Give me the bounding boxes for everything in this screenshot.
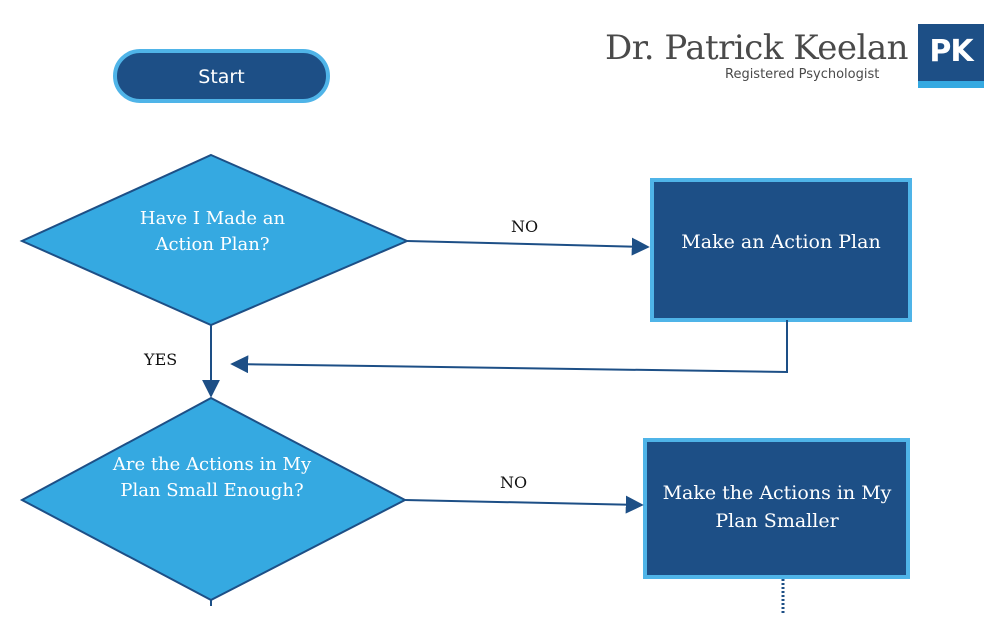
decision-2-label: Are the Actions in My Plan Small Enough? xyxy=(112,454,312,501)
logo: Dr. Patrick Keelan Registered Psychologi… xyxy=(585,20,990,98)
logo-mark-icon: PK xyxy=(918,24,984,88)
edge-label-d1-no: NO xyxy=(511,217,539,236)
action-2-shape xyxy=(643,438,910,579)
start-node xyxy=(113,49,330,103)
connector-d1-no xyxy=(406,237,650,256)
decision-1-label: Have I Made an Action Plan? xyxy=(139,208,286,255)
edge-label-d2-no: NO xyxy=(500,473,528,492)
action-1-shape xyxy=(650,178,912,322)
action-2-label: Make the Actions in My Plan Smaller xyxy=(662,482,892,532)
action-1-label: Make an Action Plan xyxy=(681,231,881,253)
connector-action1-return xyxy=(230,320,788,374)
connector-d2-no xyxy=(404,495,644,514)
edge-label-d1-yes: YES xyxy=(144,350,178,369)
start-label: Start xyxy=(198,66,245,88)
logo-name: Dr. Patrick Keelan xyxy=(605,28,909,68)
logo-subtitle: Registered Psychologist xyxy=(725,67,880,82)
